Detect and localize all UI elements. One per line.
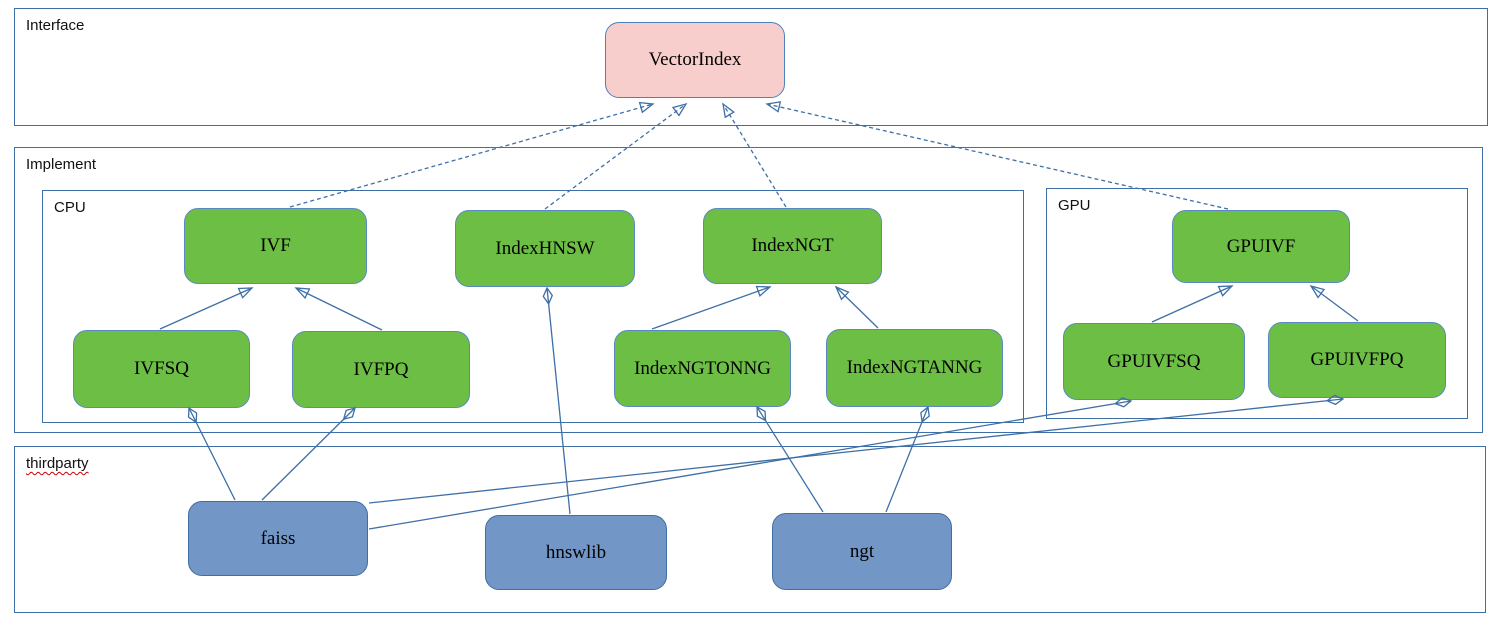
node-faiss-label: faiss xyxy=(260,527,296,549)
container-cpu-label: CPU xyxy=(54,199,86,216)
node-hnswlib-label: hnswlib xyxy=(545,541,607,563)
node-ivfsq-label: IVFSQ xyxy=(134,358,189,379)
container-interface-label: Interface xyxy=(26,17,85,34)
node-ngt[interactable]: ngt xyxy=(772,513,952,590)
node-indexhnsw[interactable]: IndexHNSW xyxy=(455,210,635,287)
node-ivfpq[interactable]: IVFPQ xyxy=(292,331,470,408)
node-indexhnsw-label: IndexHNSW xyxy=(495,237,595,259)
node-ivf-label: IVF xyxy=(260,235,291,256)
node-indexngtanng[interactable]: IndexNGTANNG xyxy=(826,329,1003,407)
node-ivfsq[interactable]: IVFSQ xyxy=(73,330,250,408)
node-indexngtonng[interactable]: IndexNGTONNG xyxy=(614,330,791,407)
node-gpuivfsq-label: GPUIVFSQ xyxy=(1107,350,1201,372)
node-gpuivfpq-label: GPUIVFPQ xyxy=(1310,349,1404,370)
node-ivfpq-label: IVFPQ xyxy=(353,358,409,380)
node-gpuivf[interactable]: GPUIVF xyxy=(1172,210,1350,283)
node-ivf[interactable]: IVF xyxy=(184,208,367,284)
node-gpuivfpq[interactable]: GPUIVFPQ xyxy=(1268,322,1446,398)
node-ngt-label: ngt xyxy=(849,540,875,562)
node-indexngtanng-label: IndexNGTANNG xyxy=(846,357,983,378)
node-vectorindex[interactable]: VectorIndex xyxy=(605,22,785,98)
container-thirdparty-label: thirdparty xyxy=(26,455,89,472)
node-indexngtonng-label: IndexNGTONNG xyxy=(634,357,771,379)
node-hnswlib[interactable]: hnswlib xyxy=(485,515,667,590)
node-indexngt-label: IndexNGT xyxy=(751,235,834,256)
node-vectorindex-label: VectorIndex xyxy=(648,49,742,70)
node-faiss[interactable]: faiss xyxy=(188,501,368,576)
container-implement-label: Implement xyxy=(26,156,97,173)
node-indexngt[interactable]: IndexNGT xyxy=(703,208,882,284)
node-gpuivf-label: GPUIVF xyxy=(1226,235,1296,257)
node-gpuivfsq[interactable]: GPUIVFSQ xyxy=(1063,323,1245,400)
container-gpu-label: GPU xyxy=(1058,197,1091,214)
